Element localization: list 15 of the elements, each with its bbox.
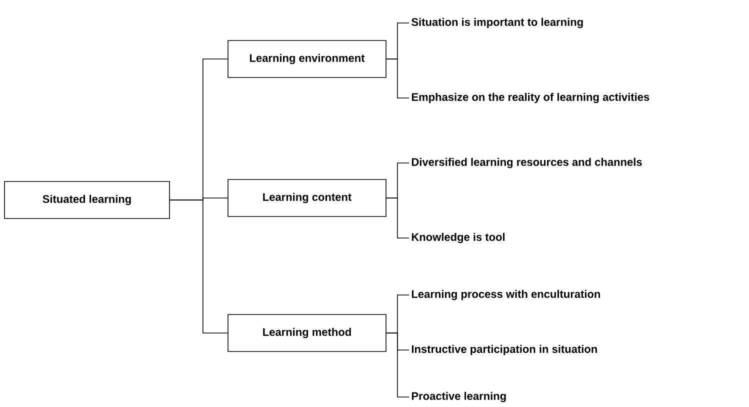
branch-text: Instructive participation in situation: [412, 344, 597, 356]
branch-text: Learning process with enculturation: [412, 290, 600, 300]
connector-line: [386, 58, 410, 98]
connector-line: [170, 200, 228, 334]
process-box: Learning environment: [228, 40, 386, 78]
process-box: Learning method: [228, 314, 386, 352]
branch-text: Proactive learning: [412, 392, 506, 402]
branch-text: Situation is important to learning: [412, 18, 583, 28]
connector-line: [386, 198, 410, 238]
branch-text: Diversified learning resources and channels: [412, 158, 642, 168]
process-box: Situated learning: [4, 181, 170, 219]
branch-text: Emphasize on the reality of learning activities: [412, 92, 650, 104]
branch-text: Knowledge is tool: [412, 232, 505, 244]
process-box: Learning content: [228, 179, 386, 217]
connector-line: [386, 332, 410, 398]
